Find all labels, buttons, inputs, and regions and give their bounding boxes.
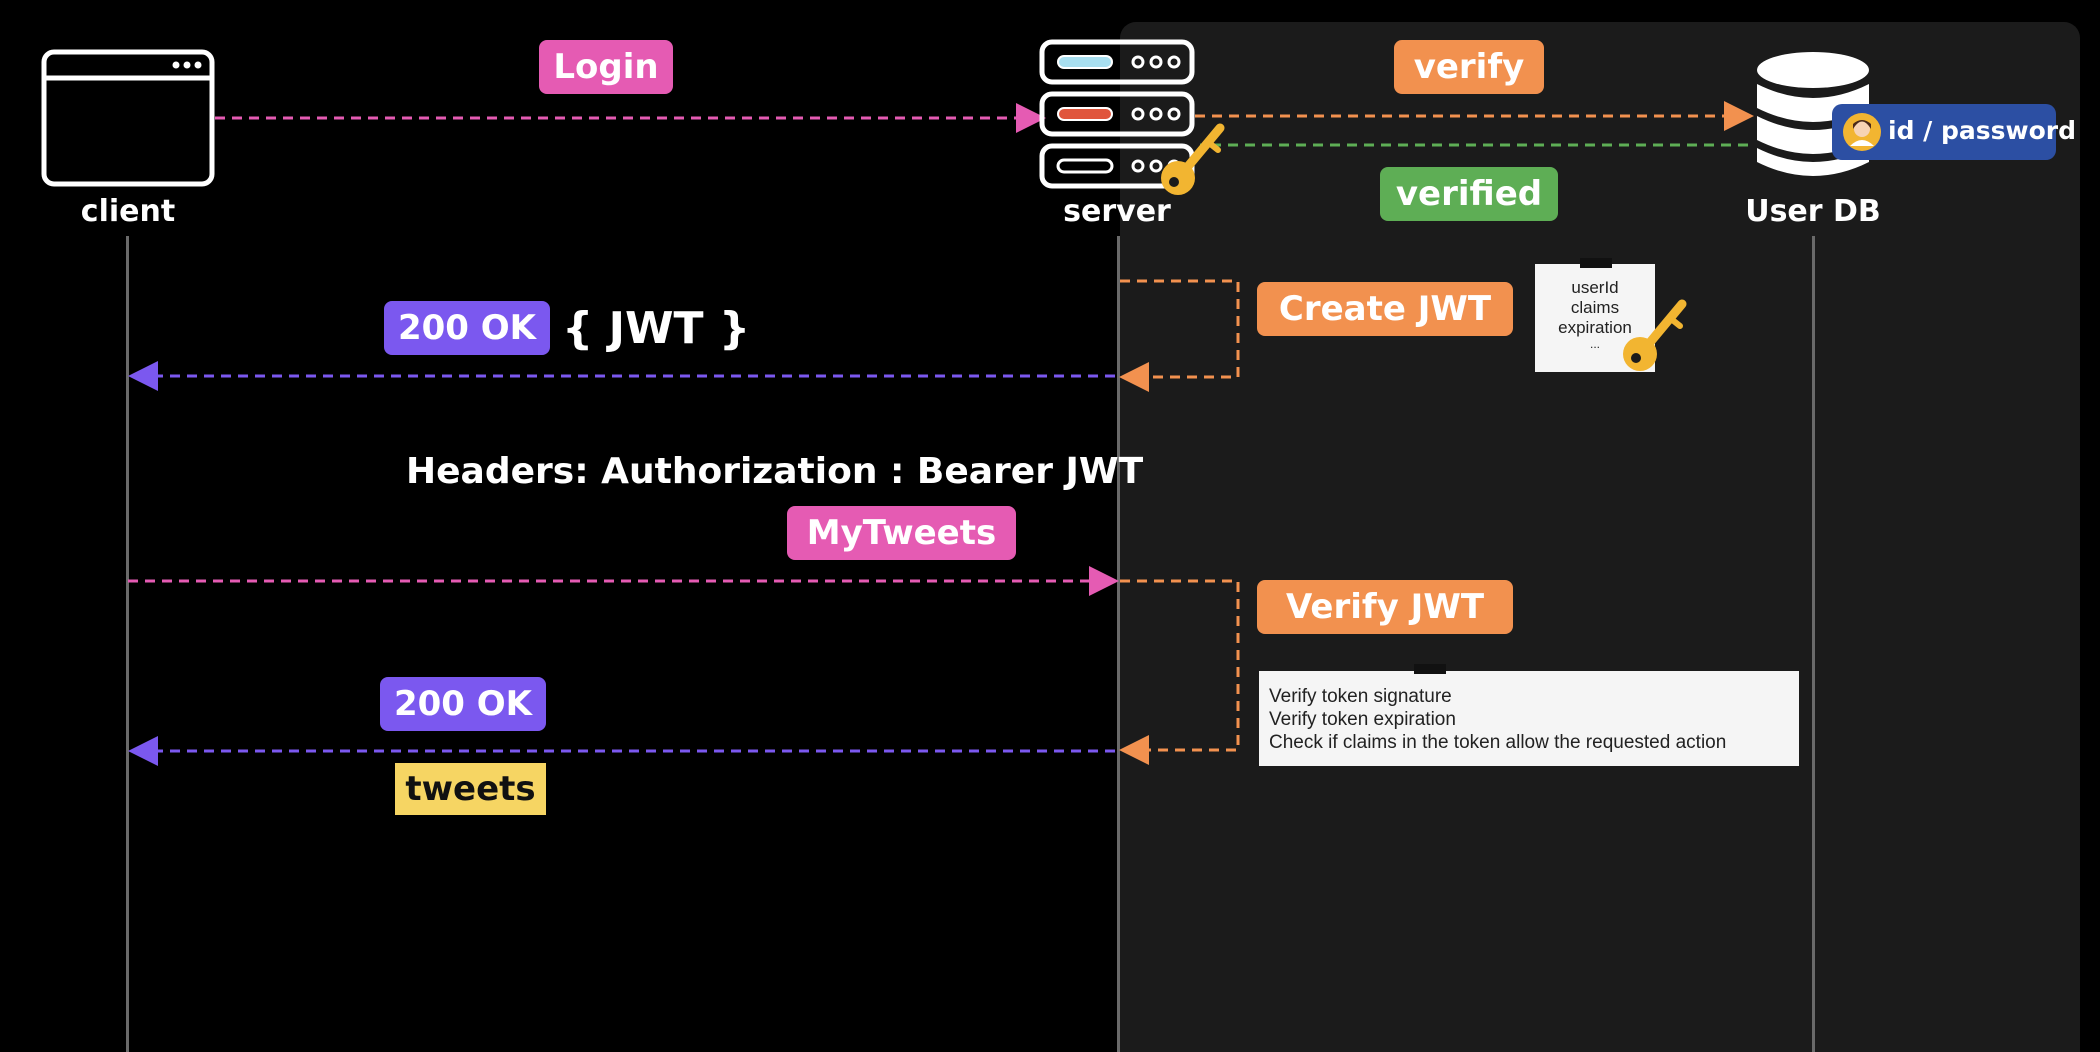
note-tape	[1414, 664, 1446, 674]
db-badge-text: id / password	[1888, 116, 2077, 145]
mytweets-tag: MyTweets	[787, 506, 1016, 560]
browser-window-icon	[41, 49, 215, 187]
db-label: User DB	[1745, 194, 1881, 229]
server-label: server	[1063, 194, 1171, 229]
jwt-note-line: claims	[1570, 298, 1620, 317]
tweets-payload-tag: tweets	[395, 763, 546, 815]
jwt-note-line: expiration	[1558, 318, 1632, 337]
verify-note-line: Verify token signature	[1269, 686, 1452, 707]
create-jwt-self-arrow	[1119, 279, 1240, 392]
key-icon	[1161, 123, 1225, 195]
verify-steps-note: Verify token signature Verify token expi…	[1259, 671, 1799, 766]
request-headers-label: Headers: Authorization : Bearer JWT	[406, 451, 1144, 492]
jwt-response-body: { JWT }	[562, 303, 751, 354]
verify-note-line: Check if claims in the token allow the r…	[1269, 732, 1727, 753]
client-label: client	[80, 194, 176, 229]
server-rack-icon	[1039, 39, 1195, 189]
verify-jwt-self-arrow	[1119, 579, 1240, 765]
jwt-response-status-tag: 200 OK	[384, 301, 550, 355]
user-avatar-icon	[1843, 113, 1881, 151]
db-lifeline	[1812, 236, 1815, 1052]
verify-jwt-tag: Verify JWT	[1257, 580, 1513, 634]
create-jwt-tag: Create JWT	[1257, 282, 1513, 336]
jwt-note-line: ...	[1589, 337, 1600, 351]
note-tape	[1580, 258, 1612, 268]
db-credentials-badge: id / password	[1832, 104, 2076, 160]
jwt-note-line: userId	[1571, 278, 1619, 297]
server-lifeline	[1117, 236, 1120, 1052]
verified-tag: verified	[1380, 167, 1558, 221]
verify-note-line: Verify token expiration	[1269, 709, 1456, 730]
login-tag: Login	[539, 40, 673, 94]
verify-tag: verify	[1394, 40, 1544, 94]
tweets-response-status-tag: 200 OK	[380, 677, 546, 731]
server-side-panel	[1120, 22, 2080, 1052]
key-icon	[1623, 299, 1687, 371]
client-lifeline	[126, 236, 129, 1052]
